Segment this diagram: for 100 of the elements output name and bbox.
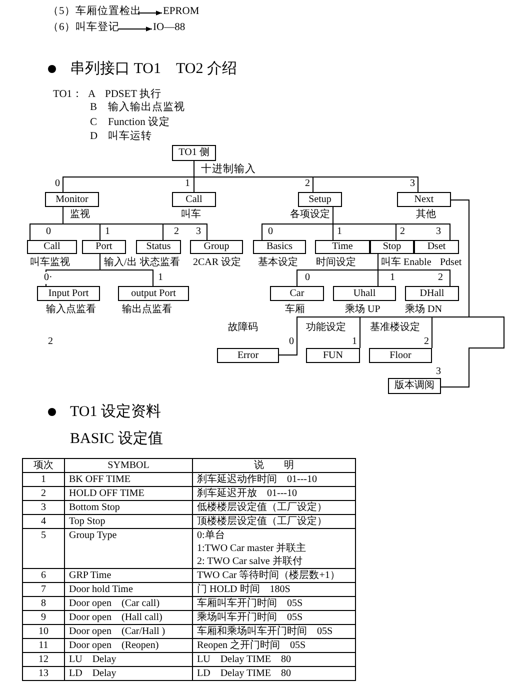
header-cell: 说 明 <box>192 458 356 472</box>
table-cell: Reopen 之开门时间 05S <box>192 638 356 652</box>
menu-box: Error <box>217 348 279 363</box>
list-letter: D <box>90 130 98 143</box>
heading: TO1 设定资料 <box>70 403 161 421</box>
table-cell: Door open (Car call) <box>64 596 192 610</box>
menu-box: Time <box>315 240 370 254</box>
box-caption: 输入/出 <box>104 257 137 269</box>
arrow <box>118 26 152 32</box>
box-caption: 各项设定 <box>290 209 330 221</box>
menu-box: DHall <box>405 286 459 301</box>
table-cell: 3 <box>22 500 64 514</box>
menu-box: Call <box>27 240 77 254</box>
text-label: （5）车厢位置检出 <box>48 6 142 18</box>
box-caption: 叫车 Enable <box>381 257 432 269</box>
menu-box: FUN <box>306 348 360 363</box>
table-cell: 12 <box>22 652 64 666</box>
box-caption: 叫车 <box>181 209 201 221</box>
box-caption: 车厢 <box>285 304 305 316</box>
table-cell: Door open (Hall call) <box>64 610 192 624</box>
box-caption: 2CAR 设定 <box>193 257 242 269</box>
list-text: 叫车运转 <box>108 130 152 143</box>
box-caption: 基本设定 <box>258 257 298 269</box>
menu-box: Dset <box>414 240 459 254</box>
menu-box: 版本调阅 <box>388 378 441 394</box>
box-caption: 乘场 DN <box>405 304 442 316</box>
connector-line <box>332 206 450 240</box>
table-cell: Group Type <box>64 528 192 568</box>
menu-box: Input Port <box>37 286 100 301</box>
table-cell: 7 <box>22 582 64 596</box>
text-label: EPROM <box>163 6 200 18</box>
menu-box: Uhall <box>333 286 396 301</box>
menu-box: Stop <box>370 240 414 254</box>
arrow <box>138 10 162 16</box>
header-cell: 项次 <box>22 458 64 472</box>
list-text: Function 设定 <box>108 116 170 129</box>
box-caption: 功能设定 <box>306 322 346 334</box>
menu-box: Status <box>136 240 181 254</box>
table-cell: 6 <box>22 568 64 582</box>
connector-line <box>62 206 208 240</box>
menu-box: output Port <box>118 286 189 301</box>
box-caption: 乘场 UP <box>345 304 380 316</box>
box-caption: 输出点监看 <box>122 304 172 316</box>
number-label: 2 <box>48 336 53 348</box>
table-cell: 刹车延迟动作时间 01---10 <box>192 472 356 486</box>
table-cell: TWO Car 等待时间（楼层数+1） <box>192 568 356 582</box>
table-cell: 10 <box>22 624 64 638</box>
table-cell: 8 <box>22 596 64 610</box>
table-cell: LU Delay TIME 80 <box>192 652 356 666</box>
text-label: （6）叫车登记 <box>48 22 120 34</box>
box-caption: 叫车监视 <box>30 257 70 269</box>
table-cell: Bottom Stop <box>64 500 192 514</box>
box-caption: Pdset <box>440 257 462 269</box>
table-cell: 13 <box>22 666 64 680</box>
box-caption: 故障码 <box>228 322 258 334</box>
table-cell: 1 <box>22 472 64 486</box>
box-caption: 监视 <box>70 209 90 221</box>
connector-line <box>440 200 504 388</box>
menu-box: Call <box>172 192 216 207</box>
table-cell: 车厢叫车开门时间 05S <box>192 596 356 610</box>
list-letter: A <box>88 88 96 101</box>
header-cell: SYMBOL <box>64 458 192 472</box>
table-cell: 4 <box>22 514 64 528</box>
cell-text: 0:单台 <box>197 529 226 542</box>
table-cell: Door open (Car/Hall ) <box>64 624 192 638</box>
table-cell: 2 <box>22 486 64 500</box>
menu-box: TO1 侧 <box>172 145 216 161</box>
table-cell: LU Delay <box>64 652 192 666</box>
menu-box: Monitor <box>45 192 99 207</box>
table-cell: 低楼楼层设定值（工厂设定） <box>192 500 356 514</box>
subheading: BASIC 设定值 <box>70 430 163 448</box>
list-letter: C <box>90 116 98 129</box>
table-cell: 刹车延迟开放 01---10 <box>192 486 356 500</box>
table-cell: 11 <box>22 638 64 652</box>
list-text: 输入输出点监视 <box>108 101 185 114</box>
table-cell: 门 HOLD 时间 180S <box>192 582 356 596</box>
table-cell: 车厢和乘场叫车开门时间 05S <box>192 624 356 638</box>
table-cell: BK OFF TIME <box>64 472 192 486</box>
table-cell: Door open (Reopen) <box>64 638 192 652</box>
menu-box: Group <box>190 240 243 254</box>
table-cell: 5 <box>22 528 64 568</box>
cell-text: 2: TWO Car salve 并联付 <box>197 555 304 568</box>
edge-label: 0· <box>44 272 52 284</box>
list-letter: B <box>90 101 98 114</box>
table-cell: HOLD OFF TIME <box>64 486 192 500</box>
table-cell: LD Delay <box>64 666 192 680</box>
table-cell: LD Delay TIME 80 <box>192 666 356 680</box>
menu-box: Basics <box>253 240 306 254</box>
menu-box: Port <box>82 240 126 254</box>
box-caption: 时间设定 <box>316 257 356 269</box>
menu-box: Floor <box>369 348 432 363</box>
cell-text: 1:TWO Car master 并联主 <box>197 542 308 555</box>
menu-box: Setup <box>298 192 342 207</box>
list-label: TO1： <box>53 88 84 101</box>
box-caption: 输入点监看 <box>46 304 96 316</box>
heading: 串列接口 TO1 TO2 介绍 <box>70 60 237 78</box>
table-cell: GRP Time <box>64 568 192 582</box>
trunk-label: 十进制输入 <box>201 163 256 176</box>
text-label: IO—88 <box>153 22 186 34</box>
table-cell: 乘场叫车开门时间 05S <box>192 610 356 624</box>
